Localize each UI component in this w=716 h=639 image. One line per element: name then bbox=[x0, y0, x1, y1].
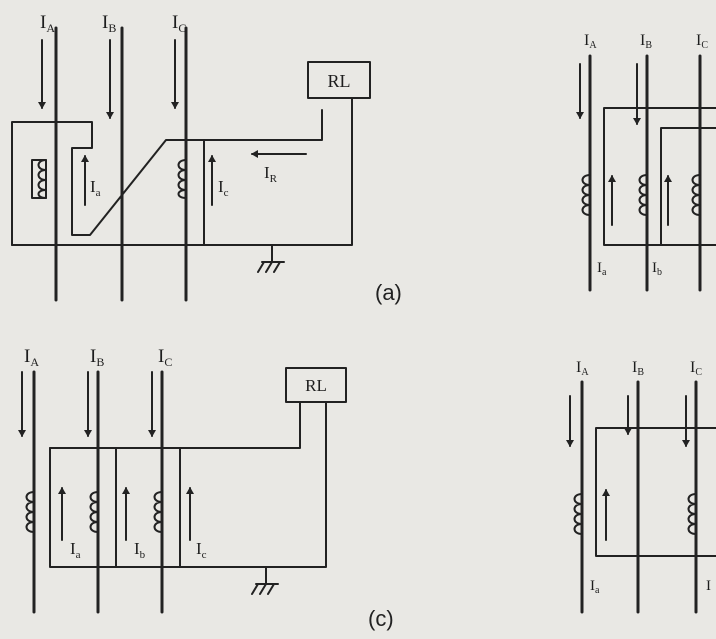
ground-icon bbox=[257, 244, 285, 273]
relay-label: RL bbox=[327, 71, 350, 91]
caption-a: (a) bbox=[375, 280, 402, 305]
ct-wiring bbox=[595, 427, 716, 557]
label-ib: IB bbox=[640, 32, 652, 51]
label-ic: IC bbox=[172, 12, 186, 35]
diagram-a: IA IB IC Ia Ic RL IR (a) bbox=[11, 12, 402, 305]
ct-coil-a-icon bbox=[573, 493, 583, 535]
ct-a-wiring bbox=[11, 109, 323, 246]
top-bus bbox=[49, 401, 301, 449]
ground-icon bbox=[251, 566, 279, 595]
ct-links bbox=[115, 447, 181, 568]
ct-coil-b-icon bbox=[89, 491, 99, 533]
ct-wiring bbox=[603, 107, 716, 246]
label-sec-a: Ia bbox=[590, 578, 600, 596]
return-wire bbox=[11, 97, 353, 246]
caption-c: (c) bbox=[368, 606, 394, 631]
label-ic: IC bbox=[690, 359, 702, 378]
label-sec-c: Ic bbox=[218, 177, 229, 199]
label-sec-a: Ia bbox=[597, 260, 607, 278]
ct-coil-c-icon bbox=[687, 493, 697, 535]
ct-coil-a-icon bbox=[37, 159, 47, 199]
label-sec-c: Ic bbox=[196, 539, 207, 561]
ct-coil-a-icon bbox=[25, 491, 35, 533]
bottom-bus bbox=[49, 401, 327, 568]
label-sec-a: Ia bbox=[90, 177, 101, 199]
label-ia: IA bbox=[576, 359, 589, 378]
ct-coil-c-icon bbox=[177, 159, 187, 199]
diagram-d: IA IB IC Ia I bbox=[566, 359, 716, 614]
label-sec-b: Ib bbox=[134, 539, 146, 561]
diagram-b: IA IB IC Ia Ib bbox=[576, 32, 716, 292]
label-ia: IA bbox=[24, 346, 39, 369]
label-sec-b: I bbox=[706, 578, 711, 594]
diagram-c: IA IB IC Ia Ib Ic RL (c) bbox=[18, 346, 394, 631]
label-ib: IB bbox=[632, 359, 644, 378]
ct-coil-b-icon bbox=[638, 174, 648, 216]
label-ia: IA bbox=[40, 12, 55, 35]
label-sec-a: Ia bbox=[70, 539, 81, 561]
label-ib: IB bbox=[90, 346, 104, 369]
label-ic: IC bbox=[696, 32, 708, 51]
label-ib: IB bbox=[102, 12, 116, 35]
ct-coil-c-icon bbox=[691, 174, 701, 216]
ct-coil-c-icon bbox=[153, 491, 163, 533]
relay-label: RL bbox=[305, 376, 327, 395]
label-ir: IR bbox=[264, 163, 278, 185]
label-ic: IC bbox=[158, 346, 172, 369]
label-sec-b: Ib bbox=[652, 260, 662, 278]
ct-coil-a-icon bbox=[581, 174, 591, 216]
label-ia: IA bbox=[584, 32, 597, 51]
relay-box bbox=[285, 367, 347, 403]
relay-box bbox=[307, 61, 371, 99]
